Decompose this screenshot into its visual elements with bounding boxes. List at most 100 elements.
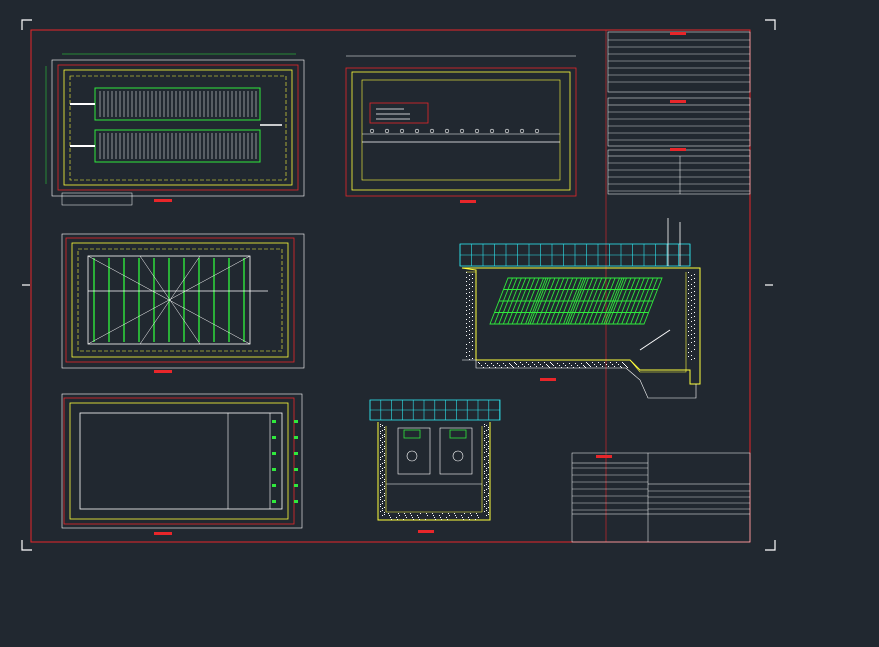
concrete-hatch — [511, 365, 512, 366]
concrete-hatch — [694, 316, 695, 317]
concrete-hatch — [694, 358, 695, 359]
concrete-hatch — [440, 517, 441, 518]
dim-tick — [272, 484, 276, 487]
concrete-hatch — [694, 333, 695, 334]
concrete-hatch — [526, 362, 527, 363]
concrete-hatch — [464, 513, 465, 514]
concrete-hatch — [484, 457, 485, 458]
concrete-hatch — [469, 317, 470, 318]
concrete-hatch — [540, 364, 541, 365]
concrete-hatch — [425, 519, 426, 520]
concrete-hatch — [571, 365, 572, 366]
concrete-hatch — [520, 362, 521, 363]
concrete-hatch — [466, 281, 467, 282]
concrete-hatch — [384, 474, 385, 475]
concrete-hatch — [382, 437, 383, 438]
concrete-hatch — [486, 477, 487, 478]
section-view-b — [369, 399, 501, 533]
concrete-hatch — [472, 278, 473, 279]
dim-tick — [294, 436, 298, 439]
concrete-hatch — [396, 517, 397, 518]
concrete-hatch — [691, 292, 692, 293]
concrete-hatch — [454, 513, 455, 514]
concrete-hatch — [488, 479, 489, 480]
concrete-hatch — [472, 341, 473, 342]
concrete-hatch — [441, 519, 442, 520]
concrete-hatch — [484, 499, 485, 500]
concrete-hatch — [384, 441, 385, 442]
concrete-hatch — [688, 314, 689, 315]
concrete-hatch — [614, 366, 615, 367]
concrete-hatch — [495, 367, 496, 368]
concrete-hatch — [442, 513, 443, 514]
plan-view-bottom-left — [61, 393, 303, 535]
concrete-hatch — [382, 425, 383, 426]
concrete-hatch — [417, 515, 418, 516]
concrete-hatch — [404, 513, 405, 514]
concrete-hatch — [542, 366, 543, 367]
concrete-hatch — [618, 364, 619, 365]
concrete-hatch — [688, 331, 689, 332]
concrete-hatch — [380, 504, 381, 505]
dim-tick — [294, 420, 298, 423]
concrete-hatch — [472, 295, 473, 296]
concrete-hatch — [390, 517, 391, 518]
concrete-hatch — [488, 507, 489, 508]
concrete-hatch — [398, 513, 399, 514]
concrete-hatch — [486, 475, 487, 476]
concrete-hatch — [488, 474, 489, 475]
concrete-hatch — [469, 300, 470, 301]
concrete-hatch — [478, 517, 479, 518]
concrete-hatch — [606, 364, 607, 365]
concrete-hatch — [600, 364, 601, 365]
concrete-hatch — [456, 517, 457, 518]
concrete-hatch — [469, 275, 470, 276]
concrete-hatch — [612, 364, 613, 365]
valve-mark — [444, 128, 450, 134]
concrete-hatch — [466, 331, 467, 332]
concrete-hatch — [524, 366, 525, 367]
concrete-hatch — [691, 342, 692, 343]
concrete-hatch — [484, 466, 485, 467]
concrete-hatch — [418, 517, 419, 518]
concrete-hatch — [380, 466, 381, 467]
concrete-hatch — [469, 330, 470, 331]
concrete-hatch — [472, 307, 473, 308]
concrete-hatch — [388, 513, 389, 514]
concrete-hatch — [688, 310, 689, 311]
concrete-hatch — [688, 272, 689, 273]
concrete-hatch — [380, 506, 381, 507]
concrete-hatch — [694, 320, 695, 321]
concrete-hatch — [484, 504, 485, 505]
concrete-hatch — [466, 327, 467, 328]
concrete-hatch — [549, 367, 550, 368]
concrete-hatch — [484, 438, 485, 439]
concrete-hatch — [382, 515, 383, 516]
concrete-hatch — [466, 323, 467, 324]
concrete-hatch — [688, 327, 689, 328]
concrete-hatch — [380, 499, 381, 500]
concrete-hatch — [382, 468, 383, 469]
concrete-hatch — [380, 511, 381, 512]
concrete-hatch — [470, 513, 471, 514]
concrete-hatch — [481, 365, 482, 366]
valve-mark — [504, 128, 510, 134]
concrete-hatch — [462, 517, 463, 518]
concrete-hatch — [694, 295, 695, 296]
concrete-hatch — [382, 463, 383, 464]
concrete-hatch — [466, 310, 467, 311]
valve-mark — [429, 128, 435, 134]
concrete-hatch — [507, 367, 508, 368]
concrete-hatch — [694, 282, 695, 283]
concrete-hatch — [380, 445, 381, 446]
concrete-hatch — [488, 441, 489, 442]
concrete-hatch — [380, 478, 381, 479]
concrete-hatch — [484, 485, 485, 486]
concrete-hatch — [472, 320, 473, 321]
concrete-hatch — [484, 511, 485, 512]
concrete-hatch — [688, 281, 689, 282]
concrete-hatch — [447, 519, 448, 520]
concrete-hatch — [466, 293, 467, 294]
concrete-hatch — [420, 513, 421, 514]
concrete-hatch — [486, 463, 487, 464]
